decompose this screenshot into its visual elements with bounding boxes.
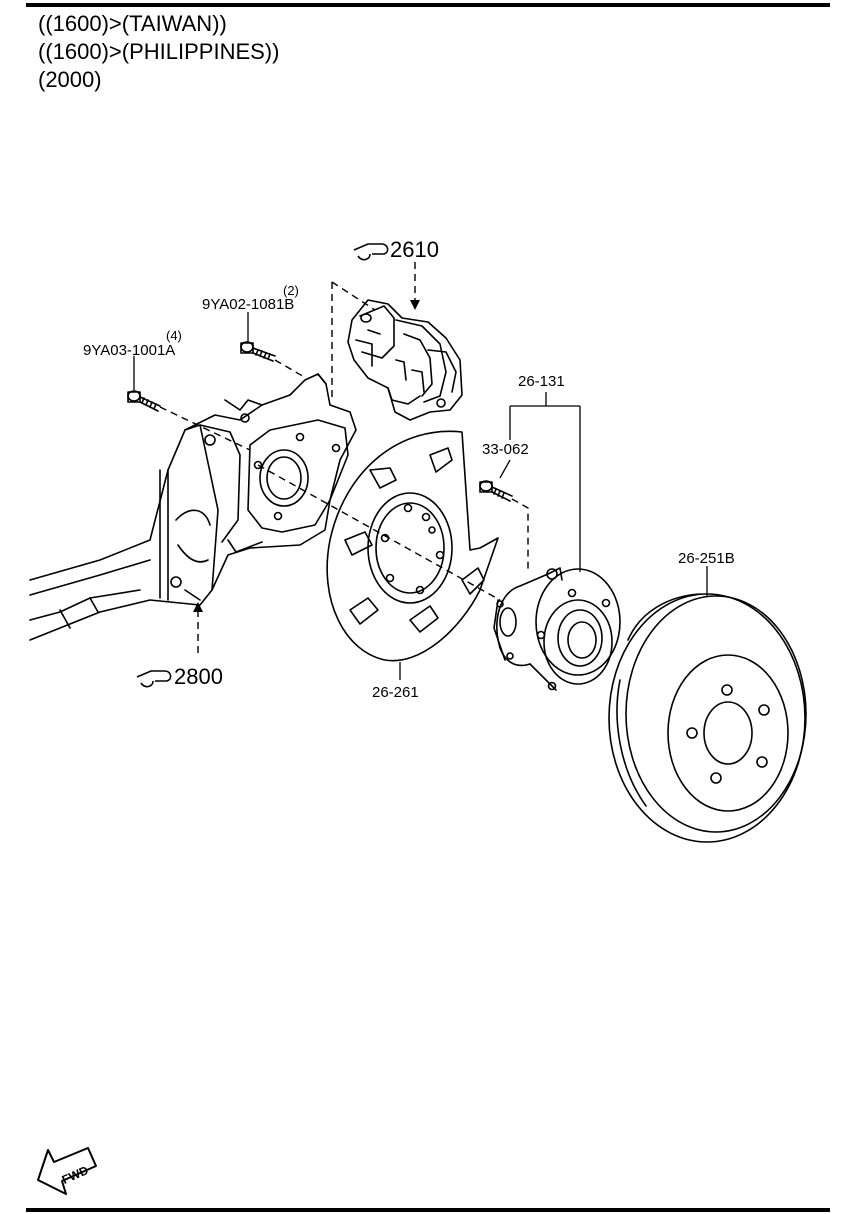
assembly-lines [159,262,529,658]
forward-direction-indicator: FWD [37,1147,97,1195]
header-line-philippines: ((1600)>(PHILIPPINES)) [38,39,280,64]
leader-lines [133,312,708,680]
qty-label-bolt-knuckle: (4) [166,328,182,343]
header-line-2000: (2000) [38,67,102,92]
qty-label-bolt-caliper: (2) [283,283,299,298]
brake-disc[interactable] [608,593,807,843]
part-label-bolt-caliper[interactable]: 9YA02-1081B [202,296,294,313]
fwd-arrow-icon [37,1147,97,1195]
part-label-dust-shield[interactable]: 26-261 [372,684,419,701]
applicability-header: ((1600)>(TAIWAN)) ((1600)>(PHILIPPINES))… [38,10,279,94]
top-rule [26,3,830,7]
dust-shield[interactable] [326,430,499,662]
part-label-hub-assembly[interactable]: 26-131 [518,373,565,390]
brake-caliper[interactable] [347,299,463,421]
ref-label-knuckle[interactable]: 2800 [174,664,223,689]
part-label-bolt-knuckle[interactable]: 9YA03-1001A [83,342,175,359]
header-line-taiwan: ((1600)>(TAIWAN)) [38,11,227,36]
bolt-9YA02-1081B[interactable] [240,341,276,362]
rear-axle-beam[interactable] [29,373,357,641]
bolt-33-062[interactable] [479,480,513,502]
part-label-brake-disc[interactable]: 26-251B [678,550,735,567]
arrowheads [193,300,420,612]
part-label-hub-bolt[interactable]: 33-062 [482,441,529,458]
bottom-rule [26,1208,830,1212]
reference-arrow-icon [353,243,389,261]
ref-label-caliper[interactable]: 2610 [390,237,439,262]
reference-arrow-icon [136,670,172,688]
wheel-hub-assembly[interactable] [493,567,621,691]
bolt-9YA03-1001A[interactable] [127,390,161,412]
